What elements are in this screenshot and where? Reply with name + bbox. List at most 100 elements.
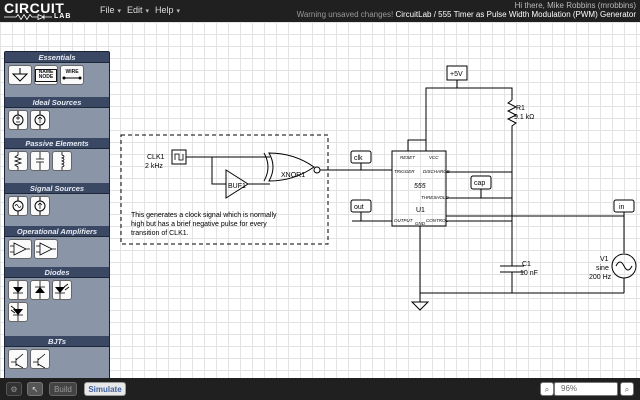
pin-threshold: THRESHOLD [421,195,450,200]
select-tool-button[interactable]: ↖ [27,382,43,396]
gear-icon: ⚙ [10,385,18,394]
simulate-button[interactable]: Simulate [84,382,126,396]
magnifier-icon: ⌕ [544,385,550,394]
annotation-box [120,134,329,245]
pin-control: CONTROL [426,218,448,223]
pin-reset: RESET [400,155,416,160]
zoom-button[interactable]: ⌕ [540,382,554,396]
resistor-icon[interactable] [8,151,28,171]
opamp-icon[interactable] [8,239,32,259]
node-flag-out [350,199,372,213]
schematic: +5V clk out cap in CLK1 2 kHz BUF1 XNOR1… [120,65,637,311]
ground-symbol [410,301,430,311]
chevron-down-icon: ▾ [176,8,181,15]
settings-button[interactable]: ⚙ [6,382,22,396]
document-status: Warning unsaved changes! CircuitLab / 55… [297,10,636,20]
capacitor-icon[interactable] [30,151,50,171]
wire-ground [419,226,624,294]
section-bjts[interactable]: BJTs [5,336,109,347]
pin-vcc: VCC [429,155,439,160]
wire-icon[interactable]: WIRE [60,65,84,85]
logo-text-bottom: LAB [54,13,72,20]
chip-title: 555 [414,183,426,190]
v1-type: sine [596,265,609,272]
name-node-icon[interactable]: NAME NODE [34,65,58,85]
diode-icon[interactable] [8,280,28,300]
menu-help[interactable]: Help▾ [155,5,181,15]
zener-diode-icon[interactable] [30,280,50,300]
section-ideal-sources[interactable]: Ideal Sources [5,97,109,108]
clk1-name: CLK1 [147,154,165,161]
voltage-source-icon[interactable] [8,110,28,130]
v1-value: 200 Hz [589,274,612,281]
menu-edit[interactable]: Edit▾ [127,5,150,15]
wire-vcc [425,87,513,151]
pin-gnd: GND [415,221,426,226]
sine-current-source-icon[interactable] [30,196,50,216]
magnifier-icon: ⌕ [624,385,630,394]
inductor-icon[interactable] [52,151,72,171]
document-path[interactable]: CircuitLab / 555 Timer as Pulse Width Mo… [395,10,636,19]
pin-trigger: TRIGGER [394,169,415,174]
chip-name: U1 [416,207,425,214]
buffer-gate [225,169,249,199]
section-essentials[interactable]: Essentials [5,52,109,63]
pin-discharge: DISCHARGE [423,169,451,174]
buf1-label: BUF1 [228,183,246,190]
unsaved-warning: Warning unsaved changes! [296,10,394,19]
section-diodes[interactable]: Diodes [5,267,109,278]
clk1-value: 2 kHz [145,163,163,170]
c1-value: 10 nF [520,270,538,277]
timer-555-chip [391,150,447,227]
chevron-down-icon: ▾ [145,8,150,15]
node-label-cap: cap [474,180,485,187]
xnor-input-arc [263,152,269,182]
logo-text-top: CIRCUIT [4,0,65,16]
parts-panel[interactable]: Essentials NAME NODE WIRE Ideal Sources [4,51,110,394]
sine-voltage-source-icon[interactable] [8,196,28,216]
chevron-down-icon: ▾ [117,8,122,15]
zoom-level-field[interactable]: 96% [554,382,618,396]
top-bar: CIRCUIT LAB File▾ Edit▾ Help▾ Hi there, … [0,0,640,22]
schematic-canvas[interactable]: +5V clk out cap in CLK1 2 kHz BUF1 XNOR1… [0,22,640,394]
section-signal-sources[interactable]: Signal Sources [5,183,109,194]
xnor-gate [268,152,315,182]
note-line-1: This generates a clock signal which is n… [131,212,277,219]
bottom-toolbar: ⚙ ↖ Build Simulate ⌕ 96% ⌕ [0,378,640,400]
user-greeting[interactable]: Hi there, Mike Robbins (mrobbins) [514,1,636,10]
node-flag-in [613,199,635,213]
npn-transistor-icon[interactable] [8,349,28,369]
pnp-transistor-icon[interactable] [30,349,50,369]
led-icon[interactable] [52,280,72,300]
ground-icon[interactable] [8,65,32,85]
r1-value: 9.1 kΩ [514,114,534,121]
section-operational-amplifiers[interactable]: Operational Amplifiers [5,226,109,237]
node-label-vcc: +5V [450,71,463,78]
current-source-icon[interactable] [30,110,50,130]
xnor1-label: XNOR1 [281,172,305,179]
note-line-2: high but has a brief negative pulse for … [131,221,267,228]
node-label-in: in [619,204,625,211]
node-label-clk: clk [354,155,363,162]
r1-name: R1 [516,105,525,112]
menu-file[interactable]: File▾ [100,5,122,15]
photodiode-icon[interactable] [8,302,28,322]
node-flag-clk [350,150,372,164]
pin-output: OUTPUT [394,218,414,223]
v1-name: V1 [600,256,609,263]
resistor-r1 [506,99,518,188]
pointer-icon: ↖ [31,385,39,394]
c1-name: C1 [522,261,531,268]
build-button[interactable]: Build [49,382,77,396]
section-passive-elements[interactable]: Passive Elements [5,138,109,149]
logo-wave-icon [4,14,52,20]
node-label-out: out [354,204,364,211]
circuitlab-logo[interactable]: CIRCUIT LAB [4,1,82,21]
xnor-bubble [313,166,321,174]
opamp-ideal-icon[interactable] [34,239,58,259]
wire-reset [407,139,426,151]
wire-clk-buf [211,157,226,185]
wire-control-in [446,215,625,253]
fit-view-button[interactable]: ⌕ [620,382,634,396]
note-line-3: transition of CLK1. [131,230,189,237]
